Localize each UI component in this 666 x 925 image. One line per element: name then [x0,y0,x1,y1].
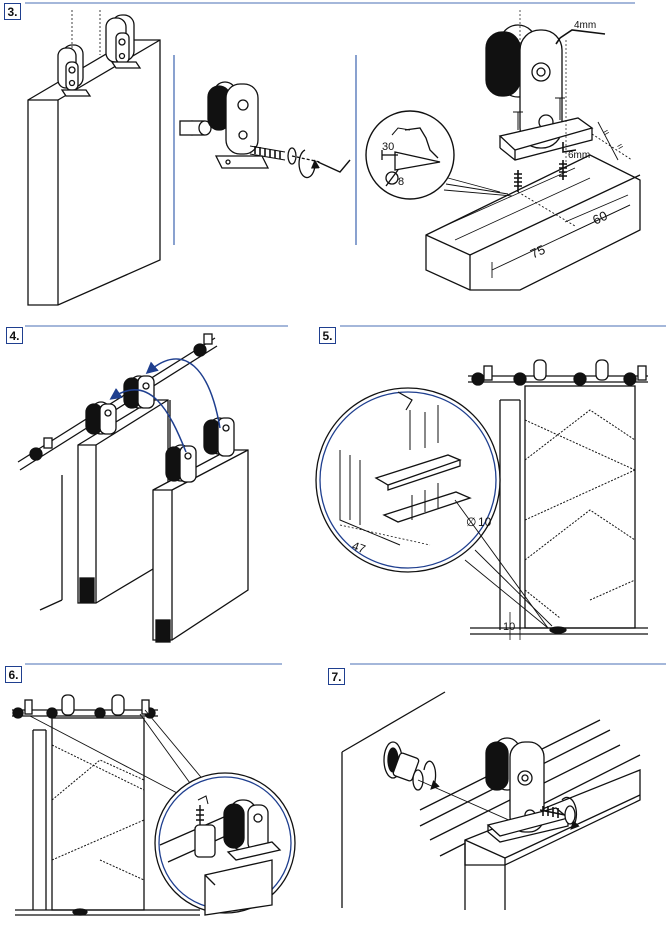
drill-diameter-label: 8 [398,176,404,188]
rail-5 [468,359,648,386]
step-5-illustration [315,359,648,640]
door-slab [27,39,161,306]
step-7-illustration [341,691,641,910]
header-board [425,154,641,291]
anchor-diameter-symbol: ∅ [466,515,476,529]
drill-depth-label: 30 [382,141,394,153]
step-5-number: 5. [319,327,336,344]
hex-key-6mm-label: 6mm [568,150,590,161]
wall-stop [383,741,440,791]
rail-6 [12,694,158,719]
step-6-number: 6. [5,666,22,683]
door-5 [524,385,636,629]
roller-exploded [179,81,351,179]
hex-key-4mm-label: 4mm [574,20,596,31]
door-2-rollers [165,417,235,483]
dimension-lines [491,121,633,278]
step-6-illustration [12,694,296,916]
end-distance-label: 75 [528,242,547,262]
door-6 [51,717,145,911]
step-3-number: 3. [4,3,21,20]
equal-mark-1: = [601,127,612,140]
wall-offset-label: 47 [350,539,368,557]
step-7-number: 7. [328,668,345,685]
equal-mark-2: = [615,141,626,154]
panel-dividers [25,2,666,665]
roller-7 [485,737,580,843]
step-3-illustration [27,10,641,306]
edge-distance-label: 60 [590,208,609,228]
roller-left [57,44,92,97]
step-4-illustration [17,333,249,643]
floor-guide-detail [315,387,553,629]
door-stop-detail [154,772,296,916]
anchor-diameter-label: 10 [478,515,492,529]
floor-gap-label: 10 [503,621,515,633]
step-4-number: 4. [6,327,23,344]
drill-detail [365,110,513,200]
door-1-rollers [85,375,155,435]
rail [17,333,218,471]
wall-roller [485,10,606,192]
roller-right [105,14,142,69]
